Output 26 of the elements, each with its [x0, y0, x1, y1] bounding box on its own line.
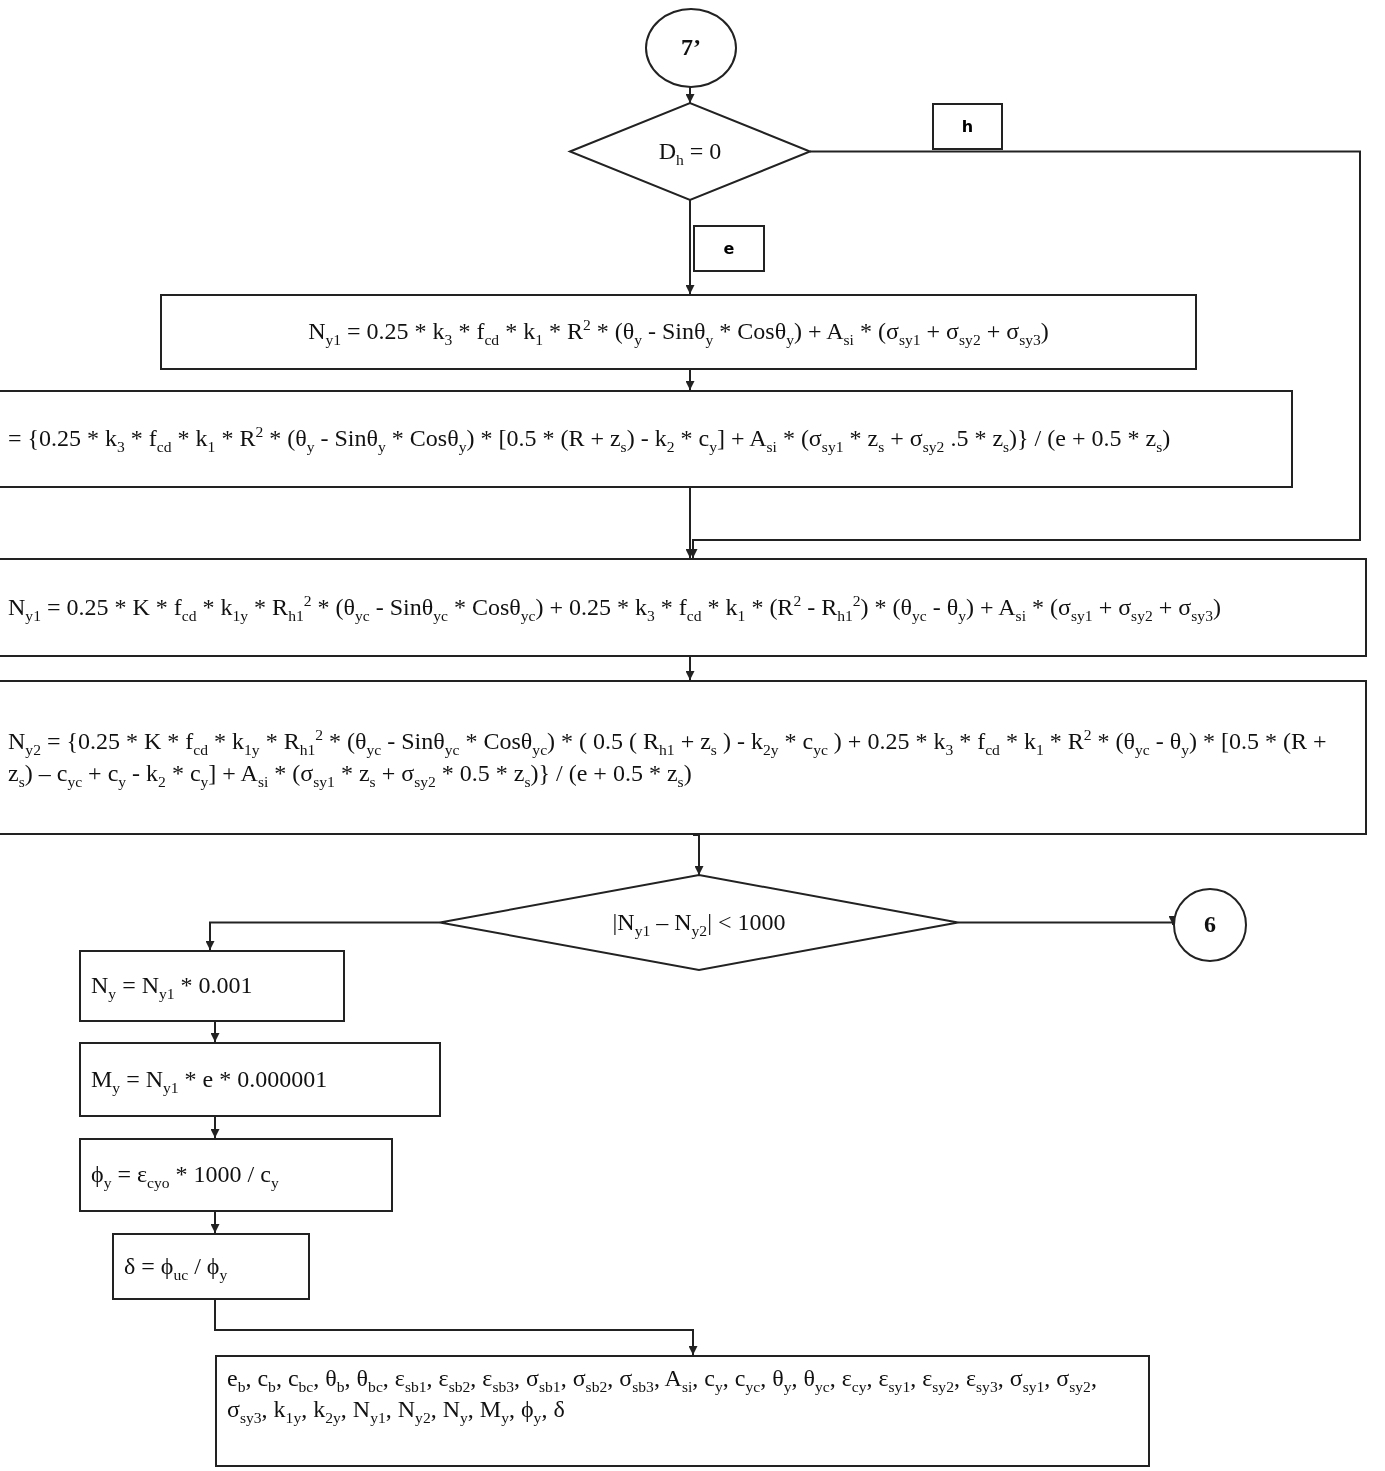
arrow	[205, 921, 441, 951]
arrow	[692, 834, 704, 876]
arrow	[210, 1021, 220, 1043]
process-box: N$_{y1}$ = 0.25 * K * f$_{cd}$ * k$_{1y}$ * R$_{h1}$$^{2}$ * (θ$_{yc}$ - Sinθ$_{yc}$ * Cosθ$_{yc}$) + 0.25 * k$_{3}$ * f$_{cd}$ * k$_{1}$ * (R$^{2}$ - R$_{h1}$$^{2}$) * (θ$_{yc}$ - θ$_{y}$) + A$_{si}$ * (σ$_{sy1}$ + σ$_{sy2}$ + σ$_{sy3}$)	[0, 558, 1367, 657]
arrow	[210, 1211, 220, 1234]
process-box: δ = ϕ$_{uc}$ / ϕ$_{y}$	[112, 1233, 310, 1300]
arrow	[214, 1299, 698, 1356]
process-box: N$_{y1}$ = 0.25 * k$_{3}$ * f$_{cd}$ * k$_{1}$ * R$^{2}$ * (θ$_{y}$ - Sinθ$_{y}$ * Cosθ$_{y}$) + A$_{si}$ * (σ$_{sy1}$ + σ$_{sy2}$ + σ$_{sy3}$)	[160, 294, 1197, 370]
process-box: M$_{y}$ = N$_{y1}$ * e * 0.000001	[79, 1042, 441, 1117]
edge-label: e	[693, 225, 765, 272]
connector-circle: 7’	[645, 8, 737, 88]
process-box: ϕ$_{y}$ = ε$_{cyo}$ * 1000 / c$_{y}$	[79, 1138, 393, 1212]
condition-text: D$_{h}$ = 0	[658, 136, 722, 168]
edge-label: h	[932, 103, 1003, 150]
arrow	[685, 199, 695, 295]
condition-text: |N$_{y1}$ – N$_{y2}$| < 1000	[612, 907, 786, 939]
arrow	[210, 1116, 220, 1139]
arrow	[685, 656, 695, 681]
arrow	[685, 87, 695, 104]
connector-circle: 6	[1173, 888, 1247, 962]
arrow	[685, 369, 695, 391]
process-box: N$_{y}$ = N$_{y1}$ * 0.001	[79, 950, 345, 1022]
output-box: e$_{b}$, c$_{b}$, c$_{bc}$, θ$_{b}$, θ$_{bc}$, ε$_{sb1}$, ε$_{sb2}$, ε$_{sb3}$, σ$_{sb1}$, σ$_{sb2}$, σ$_{sb3}$, A$_{si}$, c$_{y}$, c$_{yc}$, θ$_{y}$, θ$_{yc}$, ε$_{cy}$, ε$_{sy1}$, ε$_{sy2}$, ε$_{sy3}$, σ$_{sy1}$, σ$_{sy2}$, σ$_{sy3}$, k$_{1y}$, k$_{2y}$, N$_{y1}$, N$_{y2}$, N$_{y}$, M$_{y}$, ϕ$_{y}$, δ	[215, 1355, 1150, 1467]
process-box: N$_{y2}$ = {0.25 * K * f$_{cd}$ * k$_{1y}$ * R$_{h1}$$^{2}$ * (θ$_{yc}$ - Sinθ$_{yc}$ * Cosθ$_{yc}$) * ( 0.5 ( R$_{h1}$ + z$_{s}$ ) - k$_{2y}$ * c$_{yc}$ ) + 0.25 * k$_{3}$ * f$_{cd}$ * k$_{1}$ * R$^{2}$ * (θ$_{yc}$ - θ$_{y}$) * [0.5 * (R + z$_{s}$) – c$_{yc}$ + c$_{y}$ - k$_{2}$ * c$_{y}$] + A$_{si}$ * (σ$_{sy1}$ * z$_{s}$ + σ$_{sy2}$ * 0.5 * z$_{s}$)} / (e + 0.5 * z$_{s}$)	[0, 680, 1367, 835]
arrow	[685, 487, 695, 559]
process-box: = {0.25 * k$_{3}$ * f$_{cd}$ * k$_{1}$ * R$^{2}$ * (θ$_{y}$ - Sinθ$_{y}$ * Cosθ$_{y}$) * [0.5 * (R + z$_{s}$) - k$_{2}$ * c$_{y}$] + A$_{si}$ * (σ$_{sy1}$ * z$_{s}$ + σ$_{sy2}$ .5 * z$_{s}$)} / (e + 0.5 * z$_{s}$)	[0, 390, 1293, 488]
